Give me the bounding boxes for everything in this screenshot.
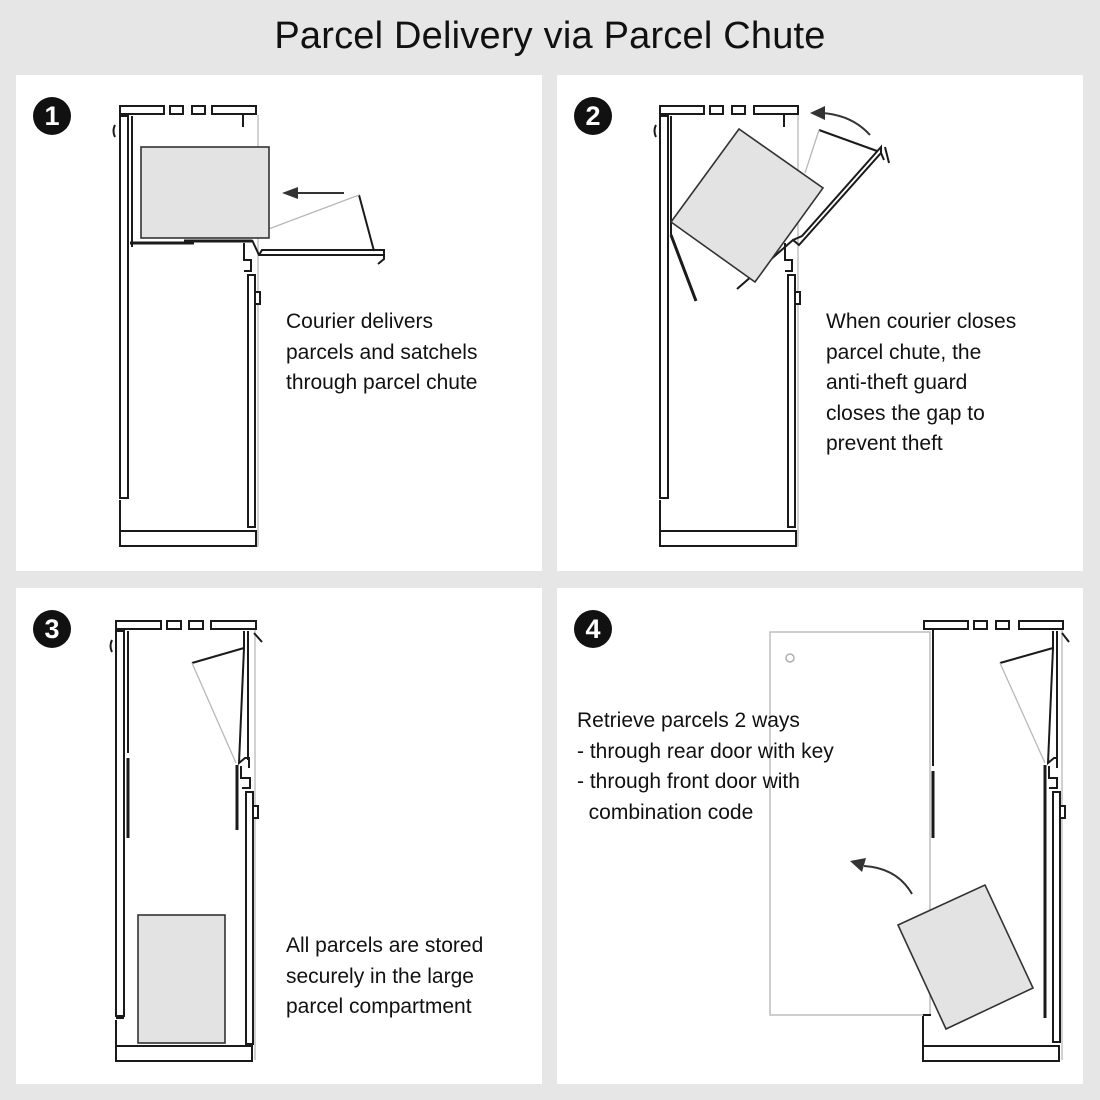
step-caption: All parcels are stored securely in the l… [286, 934, 484, 1018]
step-caption: Courier delivers parcels and satchels th… [286, 310, 478, 394]
step-caption: Retrieve parcels 2 ways - through rear d… [577, 709, 834, 824]
step-number-badge: 2 [574, 97, 612, 135]
step-number-badge: 1 [33, 97, 71, 135]
step-panel-2: 2 When courier closes parcel chute, the … [557, 75, 1083, 571]
mailbox-door-open-illustration [769, 620, 1070, 1062]
step-panel-3: 3 All parcels are stored securely in the… [16, 588, 542, 1084]
step-panel-1: 1 Courier delivers parcels [16, 75, 542, 571]
step-panel-4: 4 Retrieve parcels 2 ways - through rear… [557, 588, 1083, 1084]
mailbox-parcel-stored-illustration [109, 620, 263, 1062]
mailbox-chute-closing-illustration [653, 105, 890, 547]
step-number-badge: 3 [33, 610, 71, 648]
page-title: Parcel Delivery via Parcel Chute [274, 15, 826, 57]
step-caption: When courier closes parcel chute, the an… [826, 310, 1017, 455]
step-number-badge: 4 [574, 610, 612, 648]
mailbox-chute-open-illustration [112, 105, 385, 547]
